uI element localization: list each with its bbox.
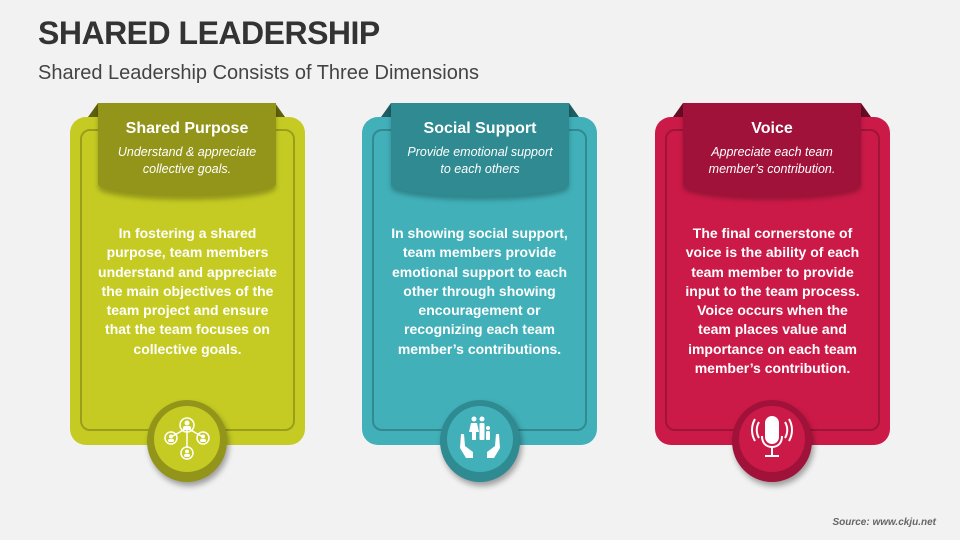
icon-badge xyxy=(732,400,812,482)
banner-fold xyxy=(88,103,98,117)
page-subtitle: Shared Leadership Consists of Three Dime… xyxy=(38,62,479,84)
card-tagline: Provide emotional support to each others xyxy=(407,145,553,176)
card-heading: Social Support xyxy=(423,120,537,137)
card-heading: Voice xyxy=(751,120,793,137)
microphone-icon xyxy=(751,416,793,457)
source-note: Source: www.ckju.net xyxy=(832,517,936,528)
banner-fold xyxy=(275,103,285,117)
banner-fold xyxy=(861,103,871,117)
banner-fold xyxy=(569,103,579,117)
card-body: In showing social support, team members … xyxy=(391,225,568,357)
card-heading: Shared Purpose xyxy=(125,120,249,137)
icon-badge xyxy=(440,400,520,482)
family-hands-icon xyxy=(460,416,500,458)
card-banner: Shared Purpose Understand & appreciate c… xyxy=(98,103,276,196)
card-banner: Voice Appreciate each team member’s cont… xyxy=(683,103,861,196)
card-body: In fostering a shared purpose, team memb… xyxy=(98,225,277,357)
card-body: The final cornerstone of voice is the ab… xyxy=(685,225,860,377)
card-tagline: Understand & appreciate collective goals… xyxy=(117,145,257,176)
card-banner: Social Support Provide emotional support… xyxy=(391,103,569,196)
card-tagline: Appreciate each team member’s contributi… xyxy=(708,145,836,176)
page-title: SHARED LEADERSHIP xyxy=(38,15,380,51)
banner-fold xyxy=(381,103,391,117)
banner-fold xyxy=(673,103,683,117)
network-people-icon xyxy=(164,417,210,460)
icon-badge xyxy=(147,400,227,482)
